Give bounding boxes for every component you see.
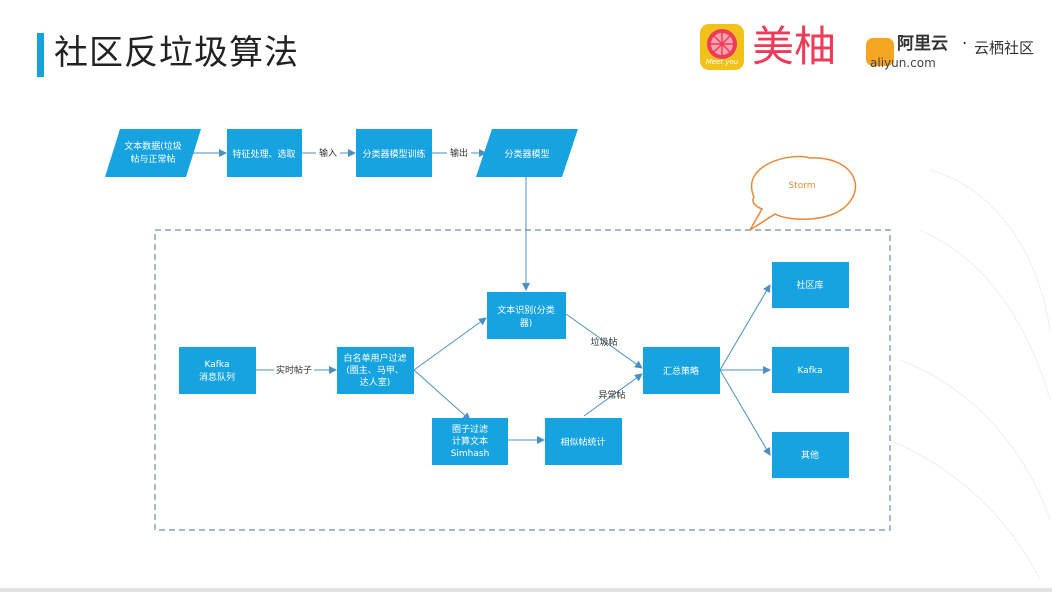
node-text-data-line2: 帖与正常帖 xyxy=(130,153,175,165)
node-classifier-train-label: 分类器模型训练 xyxy=(362,148,425,160)
node-summary: 汇总策略 xyxy=(643,347,720,394)
node-text-recognition-line1: 文本识别(分类 xyxy=(497,304,555,316)
edge-recog-to-summary xyxy=(565,313,643,369)
grapefruit-icon xyxy=(707,29,737,59)
node-feature: 特征处理、选取 xyxy=(227,129,302,177)
meiyou-logo-text: 美柚 xyxy=(752,22,837,71)
meiyou-logo-icon: Meet you xyxy=(700,24,744,70)
node-classifier-train: 分类器模型训练 xyxy=(356,129,432,177)
edge-label-abnormal: 异常帖 xyxy=(598,389,625,401)
node-text-recognition: 文本识别(分类 器) xyxy=(487,292,566,339)
node-circle-filter-line3: Simhash xyxy=(451,449,490,459)
aliyun-community-name: 云栖社区 xyxy=(974,39,1035,57)
nodes: 文本数据(垃圾 帖与正常帖 特征处理、选取 分类器模型训练 分类器模型 Kafk… xyxy=(105,129,849,478)
page-title: 社区反垃圾算法 xyxy=(54,33,299,73)
node-kafka-out: Kafka xyxy=(772,347,849,393)
edge-whitelist-to-recog xyxy=(413,317,487,371)
node-feature-label: 特征处理、选取 xyxy=(232,148,295,160)
node-whitelist: 白名单用户过滤 (圈主、马甲、 达人室) xyxy=(337,347,414,394)
node-other-label: 其他 xyxy=(801,449,819,461)
node-circle-filter: 圈子过滤 计算文本 Simhash xyxy=(432,418,508,465)
edge-summary-to-other xyxy=(719,369,771,456)
node-text-data: 文本数据(垃圾 帖与正常帖 xyxy=(105,129,201,177)
node-community-db: 社区库 xyxy=(772,262,849,308)
node-kafka-out-label: Kafka xyxy=(798,366,823,376)
title-accent-bar xyxy=(37,33,44,77)
node-circle-filter-line1: 圈子过滤 xyxy=(452,423,488,435)
aliyun-logo-name: 阿里云 xyxy=(897,34,948,54)
storm-boundary xyxy=(154,229,891,531)
node-kafka-queue-line1: Kafka xyxy=(205,360,230,370)
node-summary-label: 汇总策略 xyxy=(663,365,699,377)
node-other: 其他 xyxy=(772,432,849,478)
bottom-divider xyxy=(0,588,1052,592)
node-text-data-line1: 文本数据(垃圾 xyxy=(124,140,182,152)
edge-similar-to-summary xyxy=(583,373,643,417)
node-circle-filter-line2: 计算文本 xyxy=(452,435,488,447)
node-classifier-model: 分类器模型 xyxy=(476,129,578,177)
edges xyxy=(190,149,771,456)
edge-label-realtime: 实时帖子 xyxy=(276,364,312,376)
edge-whitelist-to-circle xyxy=(413,369,471,421)
node-similar-stats: 相似帖统计 xyxy=(545,418,622,465)
aliyun-domain: aliyun.com xyxy=(870,56,936,70)
node-classifier-model-label: 分类器模型 xyxy=(504,148,549,160)
storm-callout: Storm xyxy=(749,155,857,231)
node-whitelist-line2: (圈主、马甲、 xyxy=(346,364,404,376)
storm-label: Storm xyxy=(788,181,815,191)
edge-labels: 输入 输出 实时帖子 垃圾帖 异常帖 xyxy=(274,146,626,401)
node-community-db-label: 社区库 xyxy=(796,279,823,291)
node-whitelist-line3: 达人室) xyxy=(360,376,391,388)
edge-label-input: 输入 xyxy=(319,147,337,159)
node-similar-stats-label: 相似帖统计 xyxy=(560,436,605,448)
edge-summary-to-db xyxy=(719,284,771,371)
edge-label-spam: 垃圾帖 xyxy=(590,336,617,348)
node-text-recognition-line2: 器) xyxy=(520,318,533,329)
meiyou-tagline: Meet you xyxy=(705,58,739,66)
aliyun-logo-dot: · xyxy=(962,34,968,54)
node-kafka-queue: Kafka 消息队列 xyxy=(179,347,256,394)
edge-label-output: 输出 xyxy=(450,147,468,159)
background-decoration xyxy=(889,169,1051,581)
aliyun-logo-icon xyxy=(866,38,894,66)
node-kafka-queue-line2: 消息队列 xyxy=(199,371,235,383)
node-whitelist-line1: 白名单用户过滤 xyxy=(343,352,406,364)
